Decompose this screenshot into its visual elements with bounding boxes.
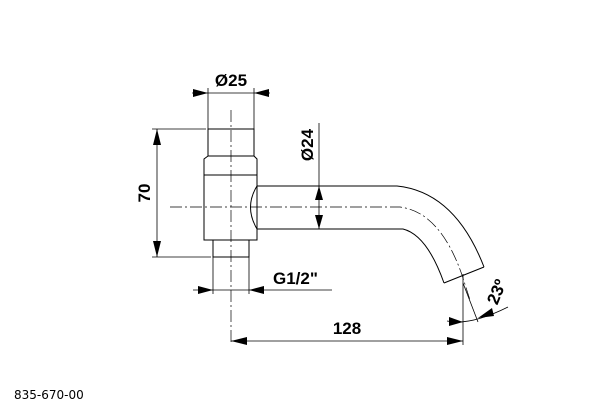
- spout: [250, 185, 485, 284]
- valve-body: [203, 128, 258, 258]
- angle-label: 23º: [483, 277, 510, 307]
- spout-diameter-label: Ø24: [298, 128, 317, 161]
- dimension-projection: 128: [231, 274, 464, 345]
- dimension-angle: 23º: [446, 277, 510, 326]
- projection-label: 128: [333, 319, 361, 338]
- dimension-spout-diameter: Ø24: [298, 123, 323, 229]
- spout-centerline: [170, 206, 471, 301]
- inlet-diameter-label: Ø25: [215, 71, 247, 90]
- dimension-thread: G1/2": [193, 257, 332, 294]
- thread-label: G1/2": [273, 269, 318, 288]
- dimension-inlet-diameter: Ø25: [192, 71, 270, 129]
- height-label: 70: [135, 184, 154, 203]
- part-number: 835-670-00: [14, 388, 84, 402]
- dimension-height: 70: [135, 128, 211, 258]
